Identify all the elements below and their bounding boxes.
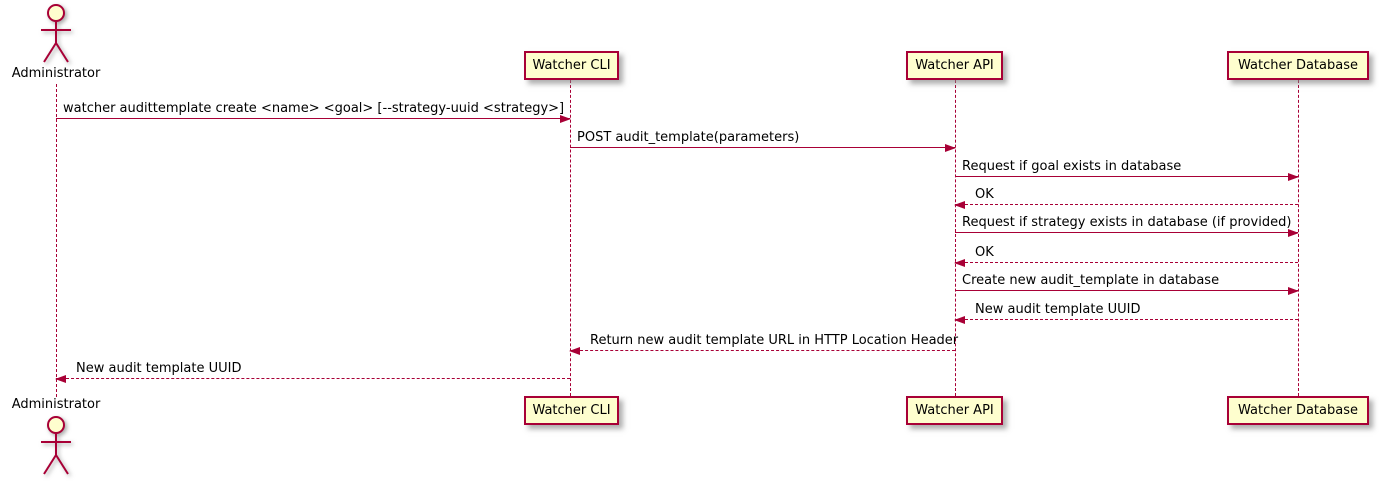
participant-watcher-api-top: Watcher API	[906, 51, 1003, 80]
message-10: New audit template UUID	[55, 361, 570, 383]
arrowhead-right-icon	[1288, 173, 1299, 181]
arrowhead-right-icon	[1288, 287, 1299, 295]
message-9: Return new audit template URL in HTTP Lo…	[569, 333, 959, 355]
actor-icon	[41, 4, 71, 63]
lifeline-watcher-api	[955, 80, 956, 396]
message-8-arrow	[954, 316, 1298, 324]
message-5-arrow	[955, 229, 1299, 237]
lifeline-watcher-database	[1298, 80, 1299, 396]
participant-watcher-api-bottom: Watcher API	[906, 396, 1003, 425]
participant-watcher-database-top: Watcher Database	[1227, 51, 1369, 80]
message-8: New audit template UUID	[954, 302, 1298, 324]
message-5: Request if strategy exists in database (…	[955, 215, 1299, 237]
message-2: POST audit_template(parameters)	[570, 130, 956, 152]
message-4: OK	[954, 187, 1298, 209]
message-6-arrow	[954, 259, 1298, 267]
arrowhead-left-icon	[954, 259, 965, 267]
arrowhead-left-icon	[954, 316, 965, 324]
message-2-arrow	[570, 144, 956, 152]
message-5-label: Request if strategy exists in database (…	[962, 215, 1292, 230]
message-3-arrow	[955, 173, 1299, 181]
message-7-label: Create new audit_template in database	[962, 273, 1220, 288]
arrowhead-left-icon	[954, 201, 965, 209]
message-7-arrow	[955, 287, 1299, 295]
message-3-label: Request if goal exists in database	[962, 159, 1182, 174]
actor-icon	[41, 416, 71, 475]
message-7: Create new audit_template in database	[955, 273, 1299, 295]
message-1: watcher audittemplate create <name> <goa…	[56, 101, 571, 123]
arrowhead-left-icon	[55, 375, 66, 383]
arrowhead-right-icon	[945, 144, 956, 152]
message-1-arrow	[56, 115, 571, 123]
message-6-label: OK	[975, 245, 994, 260]
message-1-label: watcher audittemplate create <name> <goa…	[63, 101, 565, 116]
message-9-label: Return new audit template URL in HTTP Lo…	[590, 333, 959, 348]
actor-label-bottom: Administrator	[11, 397, 101, 412]
arrowhead-right-icon	[560, 115, 571, 123]
message-6: OK	[954, 245, 1298, 267]
participant-watcher-cli-top: Watcher CLI	[524, 51, 619, 80]
message-3: Request if goal exists in database	[955, 159, 1299, 181]
message-2-label: POST audit_template(parameters)	[577, 130, 800, 145]
lifeline-administrator	[56, 84, 57, 397]
message-10-arrow	[55, 375, 570, 383]
participant-watcher-database-bottom: Watcher Database	[1227, 396, 1369, 425]
arrowhead-right-icon	[1288, 229, 1299, 237]
message-4-arrow	[954, 201, 1298, 209]
message-8-label: New audit template UUID	[975, 302, 1141, 317]
arrowhead-left-icon	[569, 347, 580, 355]
message-10-label: New audit template UUID	[76, 361, 242, 376]
message-4-label: OK	[975, 187, 994, 202]
actor-label-top: Administrator	[11, 66, 101, 81]
message-9-arrow	[569, 347, 955, 355]
participant-watcher-cli-bottom: Watcher CLI	[524, 396, 619, 425]
lifeline-watcher-cli	[570, 80, 571, 396]
